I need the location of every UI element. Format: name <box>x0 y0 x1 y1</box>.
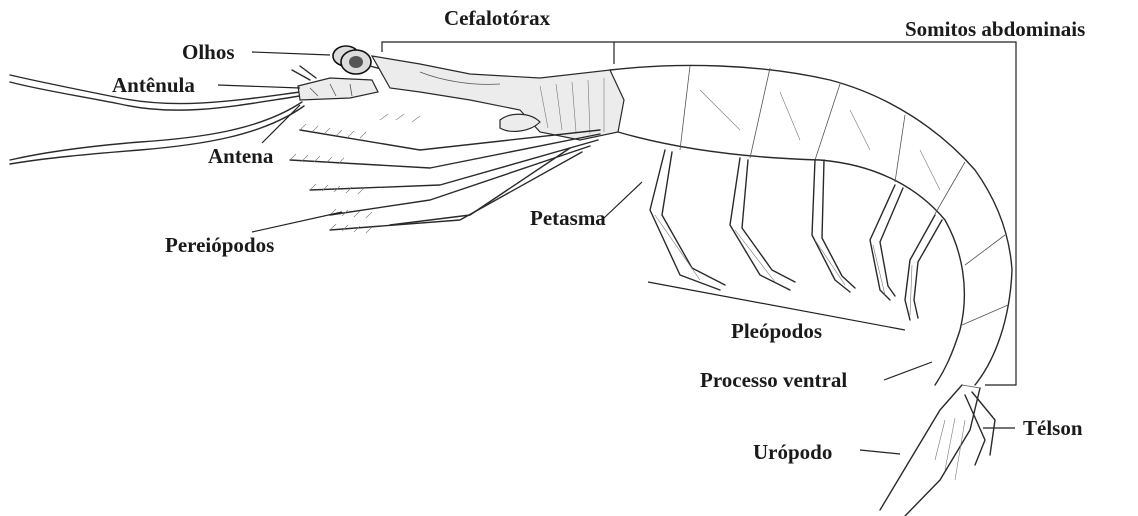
cephalothorax-body <box>372 56 624 140</box>
label-uropodo: Urópodo <box>753 440 832 464</box>
leader-antenula <box>218 85 300 88</box>
label-antenula: Antênula <box>112 73 195 97</box>
label-antena: Antena <box>208 144 274 168</box>
label-pereiopodos: Pereiópodos <box>165 233 274 257</box>
label-processo-ventral: Processo ventral <box>700 368 847 392</box>
label-cefalotorax: Cefalotórax <box>444 6 551 30</box>
leader-uropodo <box>860 450 900 454</box>
label-pleopodos: Pleópodos <box>731 319 822 343</box>
leader-antena <box>262 105 300 143</box>
leader-pereiopodos <box>252 212 342 232</box>
tail-fan <box>880 385 995 516</box>
pleopods <box>650 150 942 320</box>
label-somitos-abdominais: Somitos abdominais <box>905 17 1085 41</box>
leader-olhos <box>252 52 330 55</box>
label-petasma: Petasma <box>530 206 606 230</box>
label-telson: Télson <box>1023 416 1083 440</box>
leader-processo <box>884 362 932 380</box>
leader-petasma <box>604 182 642 218</box>
label-olhos: Olhos <box>182 40 235 64</box>
